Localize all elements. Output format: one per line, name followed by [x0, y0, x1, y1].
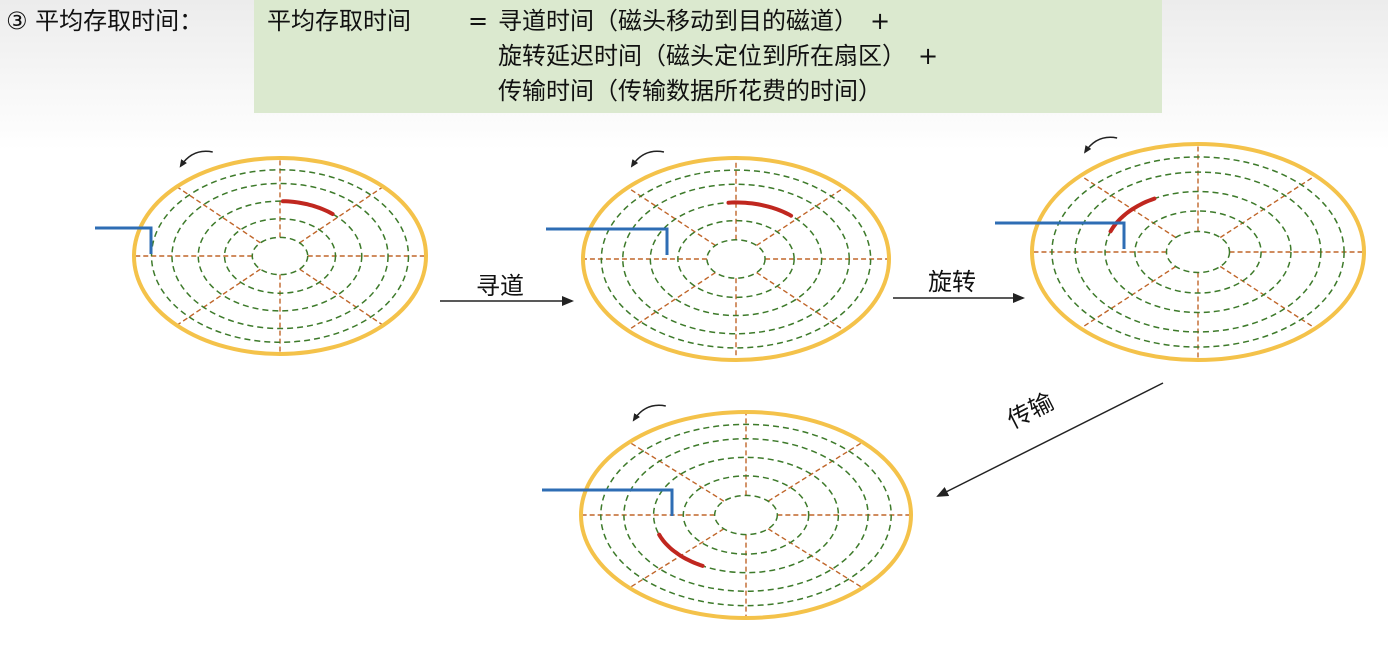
formula-term-text: 寻道时间（磁头移动到目的磁道）: [498, 7, 858, 35]
formula-equals: =: [468, 7, 489, 35]
sector-divider: [299, 186, 383, 244]
spindle-track: [713, 494, 779, 536]
formula-plus: +: [918, 42, 939, 70]
formula-term-transfer: 传输时间（传输数据所花费的时间）: [498, 74, 882, 108]
track: [682, 475, 810, 555]
head-arm: [995, 221, 1126, 249]
spindle-track: [706, 239, 766, 279]
track: [677, 219, 795, 299]
sector-divider: [1081, 265, 1177, 329]
disk-after-rotation: [995, 136, 1366, 362]
seek-label: 寻道: [476, 272, 524, 300]
track: [600, 169, 872, 349]
sector-divider: [177, 186, 261, 244]
sector-divider: [628, 187, 716, 247]
sector-divider: [1219, 265, 1315, 329]
track: [1051, 156, 1345, 348]
target-sector-arc: [657, 532, 705, 568]
track: [1074, 171, 1322, 333]
sector-divider: [630, 528, 725, 588]
section-heading: ③ 平均存取时间：: [6, 7, 204, 35]
sector-divider: [1081, 175, 1177, 239]
platter-rim: [1030, 142, 1366, 362]
sector-divider: [628, 271, 716, 331]
formula-term-text: 传输时间（传输数据所花费的时间）: [498, 77, 882, 105]
formula-term-seek: 寻道时间（磁头移动到目的磁道） +: [498, 4, 890, 38]
formula-lhs: 平均存取时间: [267, 7, 411, 35]
track: [197, 200, 363, 312]
target-sector-arc: [1108, 196, 1157, 234]
platter-rim: [132, 156, 428, 356]
sector-divider: [756, 271, 844, 331]
head-arm: [546, 227, 669, 255]
disk-initial: [95, 150, 428, 356]
target-sector-arc: [726, 200, 794, 218]
rotation-direction-icon: [632, 404, 666, 422]
head-arm: [542, 488, 674, 516]
sector-divider: [299, 268, 383, 326]
formula-term-rotation: 旋转延迟时间（磁头定位到所在扇区） +: [498, 39, 938, 73]
spindle-track: [251, 236, 309, 276]
sector-divider: [767, 442, 862, 502]
formula-term-text: 旋转延迟时间（磁头定位到所在扇区）: [498, 42, 906, 70]
track: [652, 456, 840, 574]
rotation-direction-icon: [179, 150, 213, 168]
track: [622, 183, 850, 335]
rotation-direction-icon: [630, 150, 665, 168]
formula-plus: +: [870, 7, 891, 35]
disk-after-transfer: [542, 404, 913, 620]
platter-rim: [579, 410, 913, 620]
track: [1134, 210, 1262, 294]
platter-rim: [581, 156, 891, 362]
disk-after-seek: [546, 150, 891, 362]
track: [223, 218, 337, 294]
formula-box: 平均存取时间 = 寻道时间（磁头移动到目的磁道） + 旋转延迟时间（磁头定位到所在…: [254, 0, 1162, 113]
rotate-label: 旋转: [928, 268, 976, 296]
track: [1104, 190, 1292, 314]
track: [623, 438, 869, 592]
track: [649, 201, 823, 317]
track: [150, 169, 410, 343]
track: [171, 182, 389, 330]
track: [600, 423, 892, 607]
rotation-direction-icon: [1084, 136, 1118, 154]
sector-divider: [177, 268, 261, 326]
transfer-arrow: [936, 382, 1164, 497]
target-sector-arc: [280, 199, 335, 216]
sector-divider: [756, 187, 844, 247]
spindle-track: [1165, 230, 1231, 274]
head-arm: [95, 226, 153, 254]
sector-divider: [1219, 175, 1315, 239]
sector-divider: [630, 442, 725, 502]
sector-divider: [767, 528, 862, 588]
